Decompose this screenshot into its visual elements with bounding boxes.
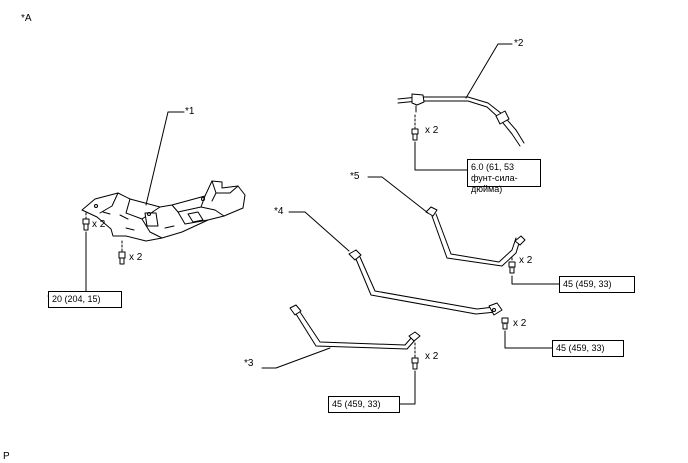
leader-lines xyxy=(47,43,560,405)
quantity-guard-left: x 2 xyxy=(92,219,106,230)
torque-box-band3: 45 (459, 33) xyxy=(328,396,400,413)
band5-bolt xyxy=(508,257,516,274)
quantity-band5: x 2 xyxy=(519,255,533,266)
band3-bolt xyxy=(411,342,419,370)
torque-box-tube: 6.0 (61, 53 фунт-сила-дюйма) xyxy=(467,159,541,194)
fuel-tank-band-4 xyxy=(348,249,503,316)
part-label-2: *2 xyxy=(514,38,524,49)
quantity-band4: x 2 xyxy=(513,318,527,329)
page-marker: P xyxy=(3,451,10,462)
part-label-1: *1 xyxy=(185,106,195,117)
quantity-tube: x 2 xyxy=(425,125,439,136)
fuel-tank-band-5 xyxy=(425,206,526,267)
part-label-4: *4 xyxy=(274,206,284,217)
part-label-5: *5 xyxy=(350,171,360,182)
figure-label: *A xyxy=(21,13,32,24)
part-label-3: *3 xyxy=(244,358,254,369)
quantity-band3: x 2 xyxy=(425,351,439,362)
torque-box-band5: 45 (459, 33) xyxy=(559,276,635,293)
tube-screw xyxy=(411,114,419,141)
quantity-guard-bottom: x 2 xyxy=(129,252,143,263)
torque-box-guard: 20 (204, 15) xyxy=(48,291,122,308)
fuel-tank-band-3 xyxy=(289,304,421,350)
fuel-tank-protector xyxy=(81,180,246,242)
guard-bolt-left xyxy=(82,212,90,231)
torque-box-band4: 45 (459, 33) xyxy=(552,340,624,357)
band4-bolt xyxy=(501,317,509,330)
fuel-tank-tube xyxy=(397,93,525,147)
guard-bolt-bottom xyxy=(118,240,126,265)
